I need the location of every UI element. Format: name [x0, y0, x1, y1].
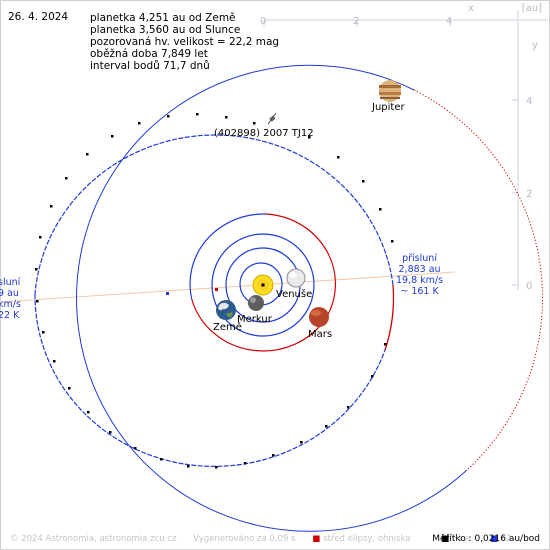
- x-tick-label: 4: [446, 16, 452, 27]
- apsis-line: [0, 271, 456, 303]
- perihelion-info: přísluní 2,883 au 19,8 km/s ~ 161 K: [396, 253, 443, 297]
- info-earth-distance: planetka 4,251 au od Země: [90, 12, 236, 24]
- x-axis-name: x: [468, 3, 474, 14]
- y-tick-label: 0: [526, 281, 532, 292]
- legend-f1-marker: ■: [441, 534, 450, 544]
- y-axis-name: y: [532, 40, 538, 51]
- info-sun-distance: planetka 3,560 au od Slunce: [90, 24, 241, 36]
- mars-planet-icon: [309, 307, 329, 327]
- mars-orbit-red-right: [265, 213, 336, 319]
- earth-orbit: [211, 233, 315, 337]
- scale-label: Měřítko : 0,0216 au/bod: [432, 534, 540, 544]
- perihelion-distance: 2,883 au: [398, 264, 441, 275]
- asteroid-orbit-upper: [34, 134, 394, 295]
- venus-planet-icon: [286, 268, 306, 288]
- perihelion-speed: 19,8 km/s: [396, 275, 444, 286]
- info-magnitude: pozorovaná hv. velikost = 22,2 mag: [90, 36, 280, 48]
- asteroid-label: (402898) 2007 TJ12: [214, 128, 314, 139]
- footer: © 2024 Astronomia, astronomia.zcu.cz Vyg…: [10, 534, 540, 544]
- info-period: oběžná doba 7,849 let: [90, 48, 208, 60]
- legend-foci: ■F1 a ■F2: [441, 534, 512, 544]
- x-tick-label: 0: [260, 16, 266, 27]
- y-tick-label: 4: [526, 96, 532, 107]
- jupiter-orbit-blue: [76, 64, 468, 532]
- ellipse-center-marker: [166, 292, 169, 295]
- aphelion-temperature: 22 K: [0, 310, 20, 321]
- asteroid-orbit-red-arc: [384, 284, 395, 351]
- earth-planet-icon: [216, 300, 236, 320]
- aphelion-info: sluní 9 au km/s 22 K: [0, 277, 21, 321]
- aphelion-speed: km/s: [0, 299, 21, 310]
- copyright-text: © 2024 Astronomia, astronomia.zcu.cz: [10, 534, 177, 544]
- legend-ellipse: ■střed elipsy, ohniska: [312, 534, 411, 544]
- mercury-label: Merkur: [237, 314, 272, 325]
- legend-f2-marker: ■: [490, 534, 499, 544]
- mars-orbit-red-lower: [191, 299, 327, 352]
- sun-icon: [252, 274, 274, 296]
- info-panel: planetka 4,251 au od Země planetka 3,560…: [90, 12, 279, 72]
- legend-center-marker: ■: [312, 534, 321, 544]
- date-label: 26. 4. 2024: [8, 11, 69, 23]
- aphelion-distance: 9 au: [0, 288, 19, 299]
- mars-label: Mars: [308, 329, 333, 340]
- asteroid-orbit-lower-left: [34, 293, 386, 467]
- mercury-planet-icon: [248, 295, 264, 311]
- y-tick-label: 2: [526, 189, 532, 200]
- generated-time: Vygenerováno za 0,09 s: [193, 534, 296, 544]
- venus-label: Venuše: [276, 289, 313, 300]
- jupiter-planet-icon: [379, 80, 401, 102]
- axis-unit-label: [au]: [521, 3, 542, 14]
- aphelion-title: sluní: [0, 277, 21, 288]
- perihelion-title: přísluní: [402, 253, 437, 264]
- info-point-interval: interval bodů 71,7 dnů: [90, 60, 210, 72]
- earth-label: Země: [213, 322, 242, 333]
- asteroid-icon: [267, 112, 277, 125]
- jupiter-label: Jupiter: [372, 102, 405, 113]
- focus-marker: [215, 288, 218, 291]
- perihelion-temperature: ~ 161 K: [400, 286, 439, 297]
- mars-orbit-blue: [189, 213, 267, 301]
- asteroid-orbit: [34, 113, 395, 469]
- axes: [263, 10, 548, 290]
- x-tick-label: 2: [353, 16, 359, 27]
- asteroid-orbit-points: [35, 113, 394, 469]
